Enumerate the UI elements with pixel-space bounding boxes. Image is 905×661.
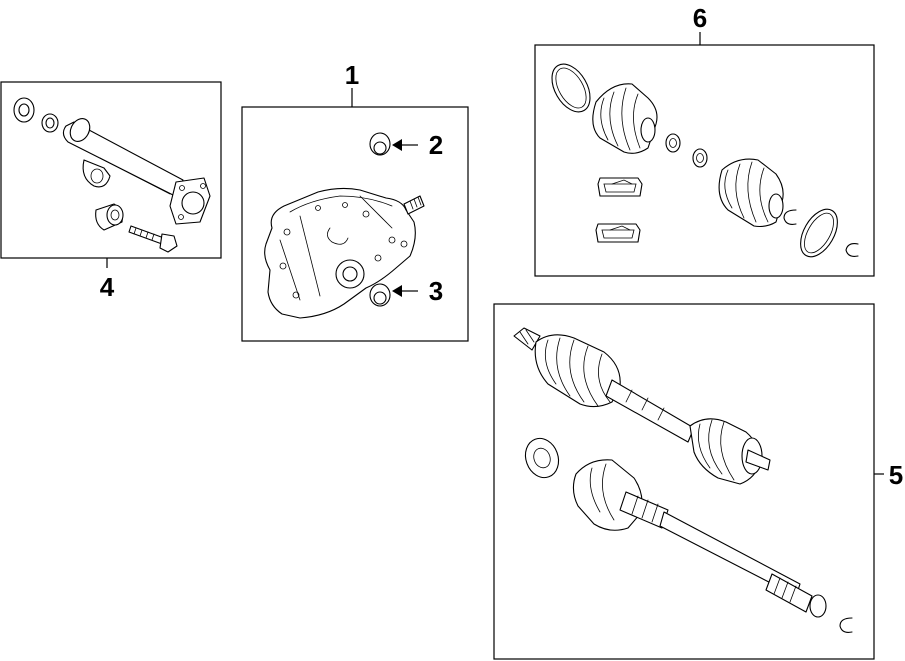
group-6-boot-kit: 6 — [534, 3, 875, 277]
snap-ring-1 — [783, 209, 797, 225]
clamp-large-1 — [551, 63, 591, 113]
callout-3: 3 — [429, 276, 443, 306]
small-clamp-2 — [692, 148, 708, 168]
grease-pack-1 — [597, 177, 643, 197]
arrow-right-icon — [392, 285, 402, 297]
clamp-large-2 — [800, 208, 838, 258]
snap-ring-3 — [839, 617, 853, 633]
differential-housing — [264, 187, 425, 319]
axle-shaft-lower — [572, 459, 827, 618]
callout-6: 6 — [693, 3, 707, 33]
group-4-tube-assembly: 4 — [0, 81, 222, 302]
arrow-right-icon — [392, 139, 402, 151]
grease-pack-2 — [595, 223, 641, 243]
boot-inner — [718, 158, 784, 228]
extension-tube — [62, 118, 211, 225]
small-clamp-1 — [665, 133, 681, 153]
seal-small — [41, 113, 59, 133]
group-5-drive-shafts: 5 — [493, 303, 903, 660]
bushing — [95, 203, 124, 231]
callout-1: 1 — [345, 60, 359, 90]
group-4-frame — [0, 81, 222, 259]
callout-4: 4 — [100, 272, 115, 302]
axle-shaft-upper — [513, 327, 771, 485]
boot-outer — [592, 83, 658, 154]
group-1-differential: 1 — [241, 60, 469, 342]
arrow-3 — [392, 285, 418, 297]
bolt — [128, 225, 178, 253]
seal-large — [13, 97, 35, 123]
callout-2: 2 — [429, 130, 443, 160]
seal-2 — [369, 132, 391, 156]
washer — [524, 437, 560, 479]
snap-ring-2 — [845, 243, 859, 257]
arrow-2 — [392, 139, 418, 151]
seal-3 — [369, 283, 391, 307]
callout-5: 5 — [889, 460, 903, 490]
